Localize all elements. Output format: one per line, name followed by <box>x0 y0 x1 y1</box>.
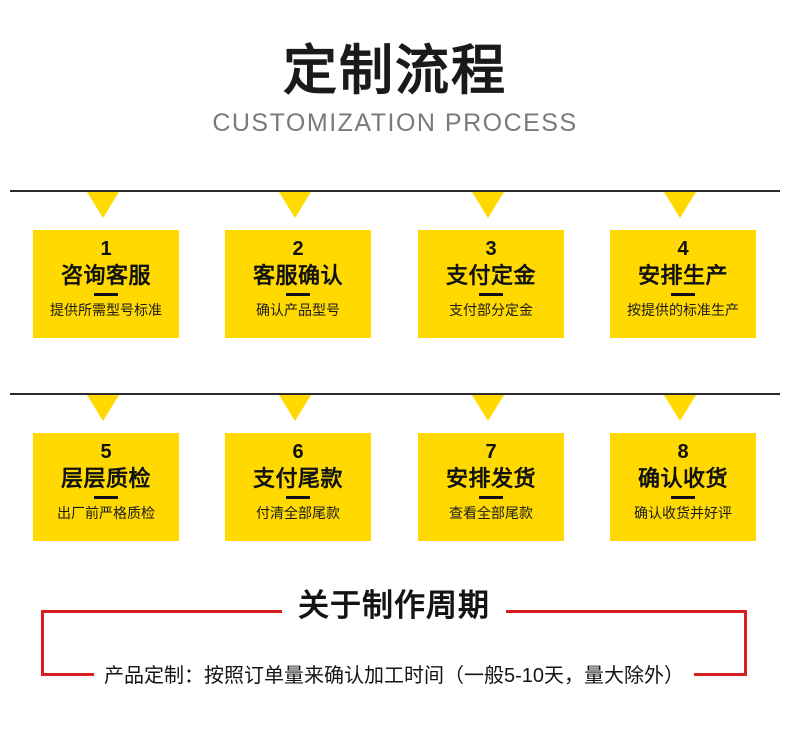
step-number: 2 <box>292 238 304 260</box>
step-description: 确认产品型号 <box>256 302 340 319</box>
step-title: 客服确认 <box>252 263 343 288</box>
step-title: 确认收货 <box>637 466 728 491</box>
step-card-7[interactable]: 7 安排发货 查看全部尾款 <box>418 433 564 541</box>
down-triangle-icon <box>87 192 119 218</box>
step-description: 出厂前严格质检 <box>57 505 155 522</box>
step-title: 支付定金 <box>445 263 536 288</box>
step-separator <box>94 293 118 297</box>
step-separator <box>286 293 310 297</box>
step-title: 咨询客服 <box>60 263 151 288</box>
page-title: 定制流程 <box>283 41 507 101</box>
step-description: 确认收货并好评 <box>634 505 732 522</box>
note-title: 关于制作周期 <box>44 588 744 623</box>
page-header: 定制流程 CUSTOMIZATION PROCESS <box>0 0 790 138</box>
row-divider-line <box>10 190 780 192</box>
step-title: 安排生产 <box>637 263 728 288</box>
step-separator <box>671 496 695 500</box>
step-separator <box>671 293 695 297</box>
step-card-8[interactable]: 8 确认收货 确认收货并好评 <box>610 433 756 541</box>
down-triangle-icon <box>664 192 696 218</box>
step-description: 提供所需型号标准 <box>50 302 162 319</box>
note-body-text: 产品定制：按照订单量来确认加工时间（一般5-10天，量大除外） <box>93 665 695 687</box>
step-card-2[interactable]: 2 客服确认 确认产品型号 <box>225 230 371 338</box>
step-number: 3 <box>485 238 497 260</box>
step-title: 层层质检 <box>60 466 151 491</box>
step-card-4[interactable]: 4 安排生产 按提供的标准生产 <box>610 230 756 338</box>
step-separator <box>94 496 118 500</box>
note-body: 产品定制：按照订单量来确认加工时间（一般5-10天，量大除外） <box>44 664 744 688</box>
step-card-3[interactable]: 3 支付定金 支付部分定金 <box>418 230 564 338</box>
step-title: 支付尾款 <box>252 466 343 491</box>
down-triangle-icon <box>279 395 311 421</box>
step-card-6[interactable]: 6 支付尾款 付清全部尾款 <box>225 433 371 541</box>
down-triangle-icon <box>279 192 311 218</box>
step-separator <box>286 496 310 500</box>
step-number: 4 <box>677 238 689 260</box>
step-separator <box>479 496 503 500</box>
down-triangle-icon <box>664 395 696 421</box>
step-title: 安排发货 <box>445 466 536 491</box>
step-number: 1 <box>100 238 112 260</box>
step-description: 付清全部尾款 <box>256 505 340 522</box>
step-number: 5 <box>100 441 112 463</box>
down-triangle-icon <box>472 395 504 421</box>
step-description: 支付部分定金 <box>449 302 533 319</box>
step-number: 7 <box>485 441 497 463</box>
step-number: 8 <box>677 441 689 463</box>
down-triangle-icon <box>472 192 504 218</box>
down-triangle-icon <box>87 395 119 421</box>
step-card-1[interactable]: 1 咨询客服 提供所需型号标准 <box>33 230 179 338</box>
step-description: 按提供的标准生产 <box>627 302 739 319</box>
step-description: 查看全部尾款 <box>449 505 533 522</box>
note-title-text: 关于制作周期 <box>282 588 506 623</box>
step-card-5[interactable]: 5 层层质检 出厂前严格质检 <box>33 433 179 541</box>
step-number: 6 <box>292 441 304 463</box>
row-divider-line <box>10 393 780 395</box>
production-cycle-note: 关于制作周期 产品定制：按照订单量来确认加工时间（一般5-10天，量大除外） <box>41 588 747 687</box>
page-subtitle: CUSTOMIZATION PROCESS <box>212 109 578 138</box>
step-separator <box>479 293 503 297</box>
